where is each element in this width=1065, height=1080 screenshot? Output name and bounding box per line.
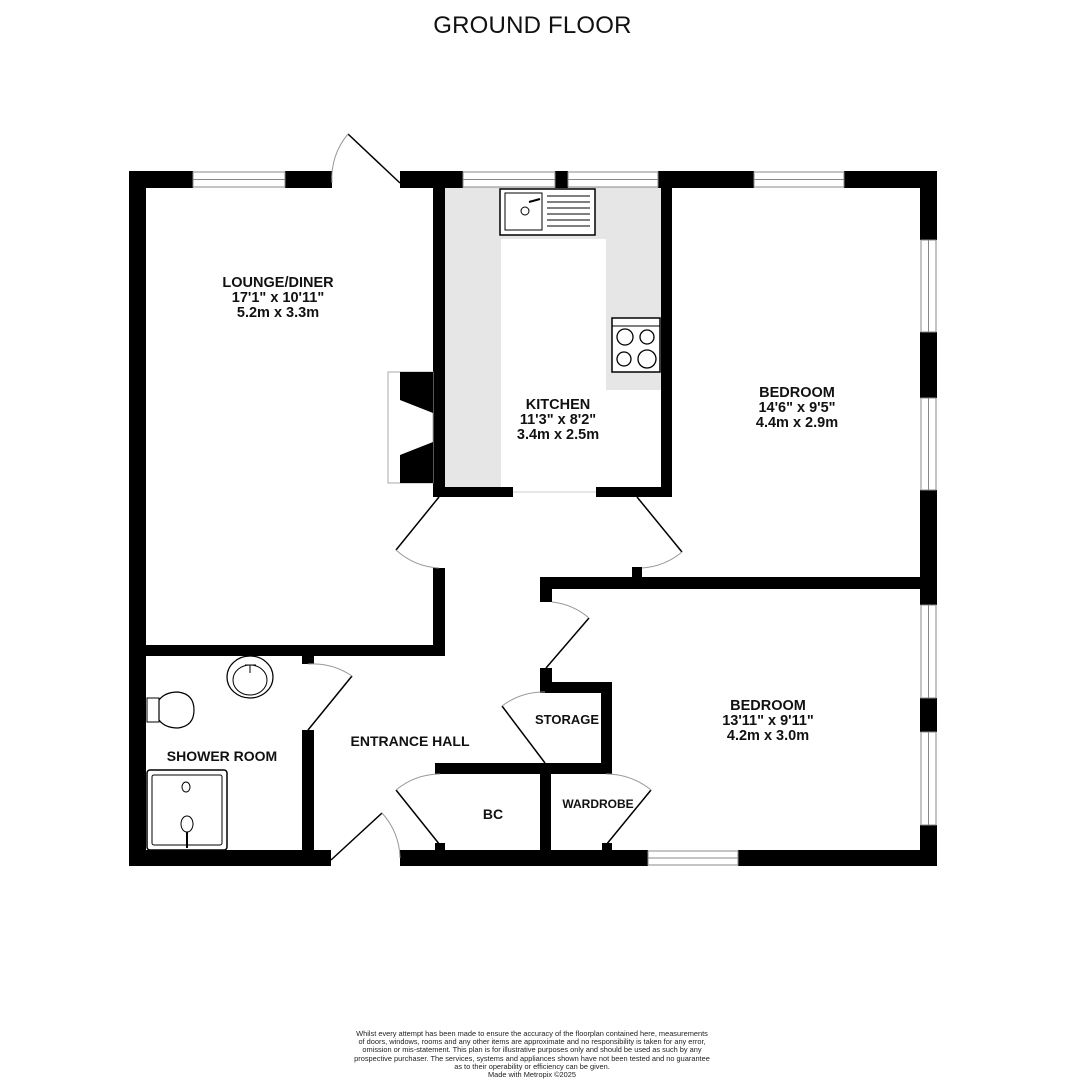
room-imperial: 13'11" x 9'11" (722, 713, 814, 729)
disclaimer-line: as to their operability or efficiency ca… (454, 1061, 610, 1071)
room-label-lounge-diner: LOUNGE/DINER 17'1" x 10'11" 5.2m x 3.3m (222, 276, 333, 321)
hob-icon (611, 317, 661, 373)
room-imperial: 17'1" x 10'11" (231, 290, 325, 306)
room-label-entrance-hall: ENTRANCE HALL (350, 733, 470, 749)
room-label-bedroom-1: BEDROOM 14'6" x 9'5" 4.4m x 2.9m (756, 386, 838, 431)
room-metric: 4.2m x 3.0m (726, 728, 810, 744)
room-label-kitchen: KITCHEN 11'3" x 8'2" 3.4m x 2.5m (517, 398, 599, 443)
room-label-bedroom-2: BEDROOM 13'11" x 9'11" 4.2m x 3.0m (722, 699, 814, 744)
room-name: BEDROOM (730, 698, 806, 714)
room-name: KITCHEN (525, 397, 591, 413)
room-label-storage: STORAGE (534, 712, 600, 727)
room-metric: 5.2m x 3.3m (236, 305, 320, 321)
walls (129, 171, 937, 866)
disclaimer-line: prospective purchaser. The services, sys… (354, 1053, 710, 1063)
room-imperial: 14'6" x 9'5" (758, 400, 836, 416)
room-metric: 3.4m x 2.5m (516, 427, 600, 443)
room-label-bc: BC (482, 806, 504, 822)
room-label-shower-room: SHOWER ROOM (166, 748, 278, 764)
room-name: BEDROOM (759, 385, 835, 401)
toilet-icon (146, 691, 195, 729)
disclaimer-line: Whilst every attempt has been made to en… (356, 1029, 708, 1038)
room-imperial: 11'3" x 8'2" (519, 412, 597, 428)
room-metric: 4.4m x 2.9m (755, 415, 839, 431)
shower-tray-icon (146, 769, 228, 851)
disclaimer-line: of doors, windows, rooms and any other i… (358, 1037, 706, 1047)
sink-drainer-icon (499, 188, 596, 236)
disclaimer-line: omission or mis-statement. This plan is … (362, 1045, 702, 1055)
disclaimer-credit: Made with Metropix ©2025 (487, 1070, 577, 1080)
disclaimer-text: Whilst every attempt has been made to en… (332, 1029, 732, 1080)
room-label-wardrobe: WARDROBE (562, 797, 634, 811)
fireplace-icon (387, 371, 434, 484)
room-name: LOUNGE/DINER (222, 275, 334, 291)
doors (307, 133, 683, 861)
floor-title: GROUND FLOOR (433, 12, 632, 39)
windows (192, 171, 937, 866)
wash-basin-icon (226, 655, 274, 699)
